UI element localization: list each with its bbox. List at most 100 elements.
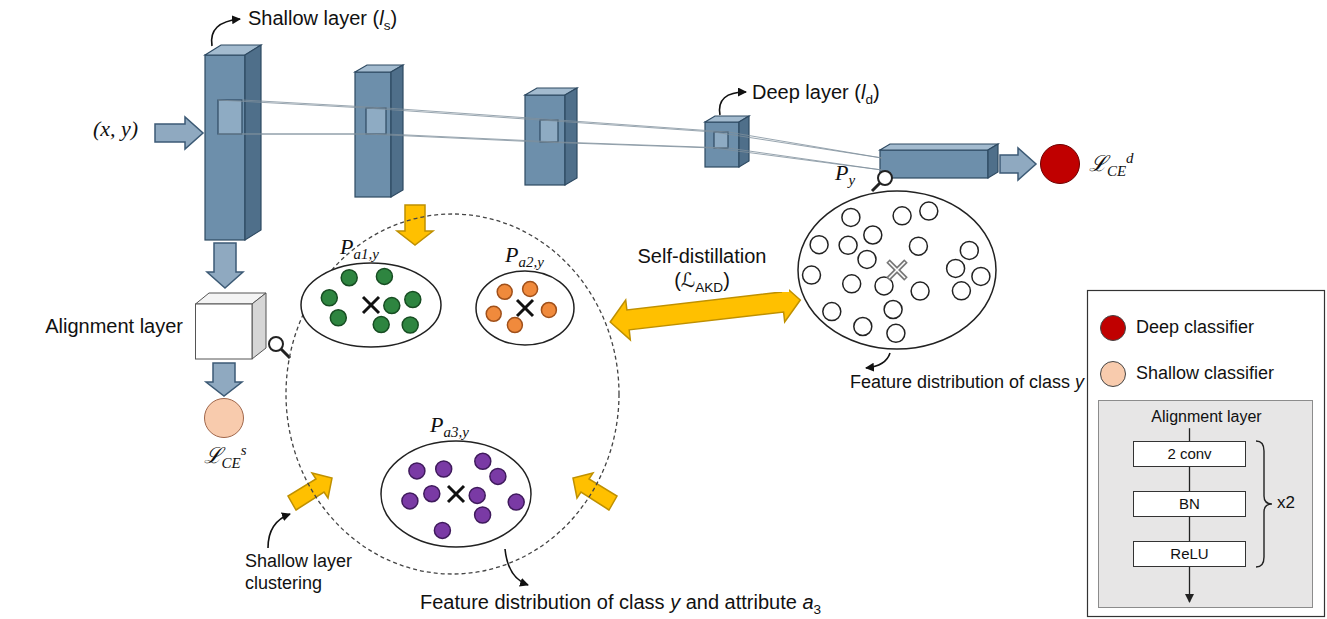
shape-part xyxy=(196,304,253,359)
feature-dot xyxy=(424,486,440,502)
feature-dot xyxy=(952,282,970,300)
feature-dot xyxy=(402,493,418,509)
feature-dot xyxy=(854,318,872,336)
subscript: a2,y xyxy=(518,254,543,270)
feature-dot xyxy=(508,494,524,510)
shape-part xyxy=(363,297,379,313)
feature-dot xyxy=(842,208,860,226)
shape-part xyxy=(252,293,266,359)
shape-part xyxy=(476,271,574,345)
feature-dot xyxy=(469,487,485,503)
shape-graphic xyxy=(797,190,997,350)
repeat-bracket xyxy=(1256,441,1272,567)
connector-line xyxy=(1189,517,1190,541)
shape-part xyxy=(889,262,905,278)
loss-label: ℒCEd xyxy=(1089,151,1134,177)
subscript: AKD xyxy=(695,280,723,295)
deep-classifier: ℒCEd xyxy=(1040,144,1080,184)
feature-dot xyxy=(893,207,911,225)
feature-dot xyxy=(887,324,905,342)
legend-frame xyxy=(1088,291,1325,617)
layer-box: ReLU xyxy=(1133,541,1246,567)
repeat-label: x2 xyxy=(1277,493,1295,513)
feature-dot xyxy=(810,236,828,254)
node-label: Shallow layer clustering xyxy=(243,551,367,594)
feature-dot xyxy=(541,302,556,317)
feature-dot xyxy=(909,237,927,255)
feature-dot xyxy=(321,290,337,306)
feature-dot xyxy=(523,282,538,297)
feature-dot xyxy=(376,268,392,284)
shape-part xyxy=(798,191,996,349)
italic-part: y xyxy=(670,591,680,613)
shape-part xyxy=(381,441,531,547)
shape-part xyxy=(888,261,906,279)
shape-part xyxy=(517,300,533,316)
feature-dot xyxy=(884,301,902,319)
feature-dot xyxy=(858,250,876,268)
feature-ellipse: Pa2,y xyxy=(475,270,575,346)
subscript: CE xyxy=(1107,163,1126,179)
class-ellipse: Py xyxy=(797,190,997,350)
feature-dot xyxy=(911,282,929,300)
input-label: (x, y) xyxy=(93,116,138,142)
layer-label: Deep layer (ld) xyxy=(752,80,880,104)
layer-box: BN xyxy=(1133,491,1246,517)
connector-line xyxy=(1189,467,1190,491)
subscript: a1,y xyxy=(353,246,378,262)
italic-part: l xyxy=(861,81,865,103)
node-label: ReLU xyxy=(1170,545,1208,563)
italic-part: a xyxy=(802,591,813,613)
shape-part xyxy=(363,297,379,313)
legend-label: Shallow classifier xyxy=(1136,363,1274,385)
node-label: 2 conv xyxy=(1167,445,1211,463)
italic-part: l xyxy=(379,7,383,29)
distribution-label: Pa3,y xyxy=(430,412,469,438)
distribution-label: Py xyxy=(835,160,855,186)
block-arrow xyxy=(206,363,242,396)
legend-swatch xyxy=(1100,315,1126,341)
feature-dot xyxy=(475,507,491,523)
shape-part xyxy=(286,214,619,574)
shape-part xyxy=(448,486,464,502)
subscript: y xyxy=(848,172,855,188)
legend-item: Shallow classifier xyxy=(1100,361,1310,387)
feature-dot xyxy=(330,310,346,326)
feature-ellipse: Pa1,y xyxy=(300,262,442,348)
shape-graphic xyxy=(475,270,575,346)
shape-part xyxy=(889,262,905,278)
shape-part xyxy=(517,300,533,316)
superscript: d xyxy=(1126,150,1133,166)
node-label: Alignment layer xyxy=(45,314,183,338)
shallow-classifier: ℒCEs xyxy=(204,398,244,438)
annotation: Feature distribution of class y and attr… xyxy=(420,590,821,614)
feature-dot xyxy=(507,318,522,333)
edge-label: Self-distillation (ℒAKD) xyxy=(615,244,789,292)
feature-dot xyxy=(373,317,389,333)
alignment-box: Alignment layer xyxy=(195,292,267,360)
shape-part xyxy=(448,486,464,502)
feature-dot xyxy=(843,275,861,293)
feature-dot xyxy=(920,202,938,220)
italic-part: y xyxy=(1075,372,1084,392)
subscript: CE xyxy=(222,455,241,471)
feature-dot xyxy=(497,284,512,299)
feature-dot xyxy=(475,453,491,469)
feature-ellipse: Pa3,y xyxy=(380,440,532,548)
subscript: s xyxy=(384,18,391,33)
legend-item: Deep classifier xyxy=(1100,315,1310,341)
subscript: a3,y xyxy=(443,424,468,440)
feature-dot xyxy=(402,317,418,333)
feature-dot xyxy=(434,522,450,538)
distribution-label: Pa2,y xyxy=(505,242,544,268)
layer-label: Shallow layer (ls) xyxy=(248,6,397,30)
shape-graphic xyxy=(380,440,532,548)
distribution-label: Pa1,y xyxy=(340,234,379,260)
leader-lines xyxy=(212,19,890,585)
feature-dot xyxy=(803,266,821,284)
shape-part xyxy=(301,263,441,347)
feature-dot xyxy=(823,303,841,321)
shape-graphic xyxy=(195,292,267,360)
